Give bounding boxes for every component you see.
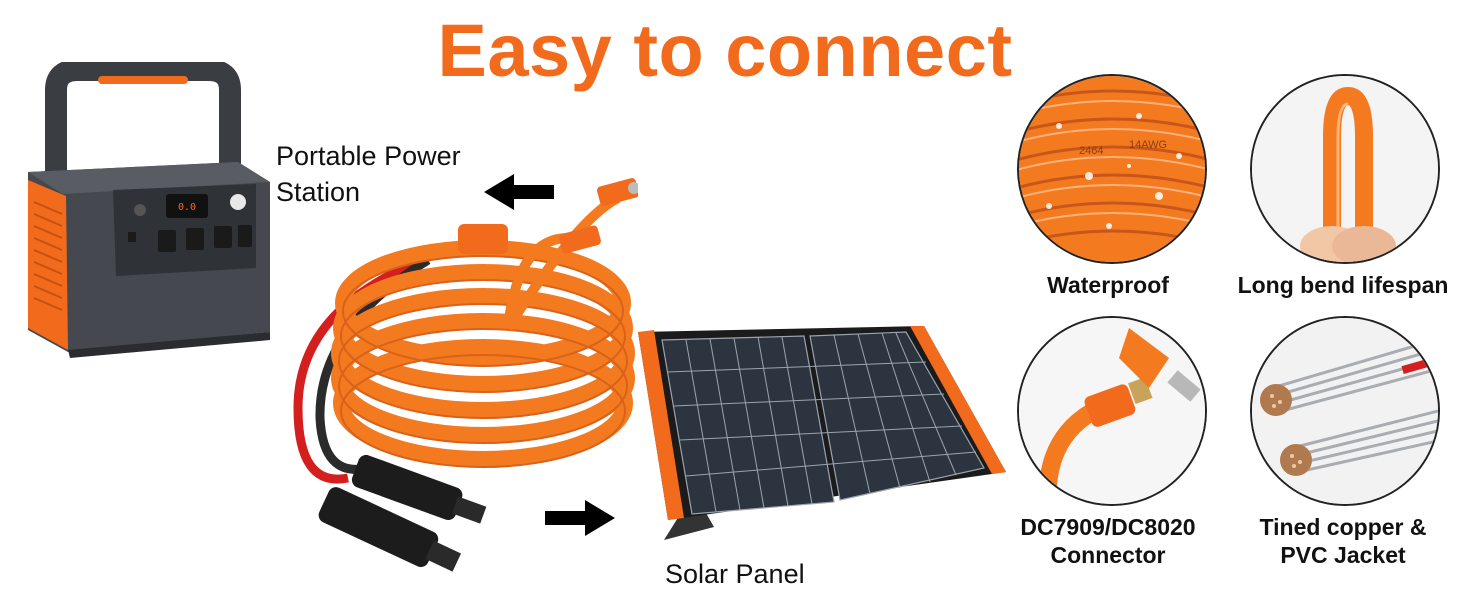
- bend-lifespan-image: [1250, 74, 1440, 264]
- extension-cable-image: [293, 178, 638, 572]
- svg-text:0.0: 0.0: [178, 202, 196, 213]
- solar-panel-image: [638, 326, 1006, 540]
- arrow-right-icon: [545, 500, 615, 536]
- dc-connector-label: DC7909/DC8020 Connector: [1020, 514, 1196, 568]
- power-station-label: Portable Power Station: [276, 141, 461, 207]
- tinned-copper-label: Tined copper & PVC Jacket: [1259, 514, 1427, 568]
- page-title: Easy to connect: [437, 9, 1013, 92]
- power-station-image: 0.0: [28, 62, 270, 358]
- solar-panel-label: Solar Panel: [665, 559, 805, 589]
- cable-code-text: 2464: [1079, 145, 1103, 157]
- waterproof-image: 2464 14AWG: [1017, 74, 1207, 264]
- tinned-copper-image: [1250, 316, 1440, 506]
- dc-connector-image: [1017, 316, 1207, 506]
- bend-lifespan-label: Long bend lifespan: [1237, 272, 1449, 298]
- arrow-left-icon: [484, 174, 554, 210]
- cable-gauge-text: 14AWG: [1129, 139, 1167, 151]
- waterproof-label: Waterproof: [1047, 272, 1169, 298]
